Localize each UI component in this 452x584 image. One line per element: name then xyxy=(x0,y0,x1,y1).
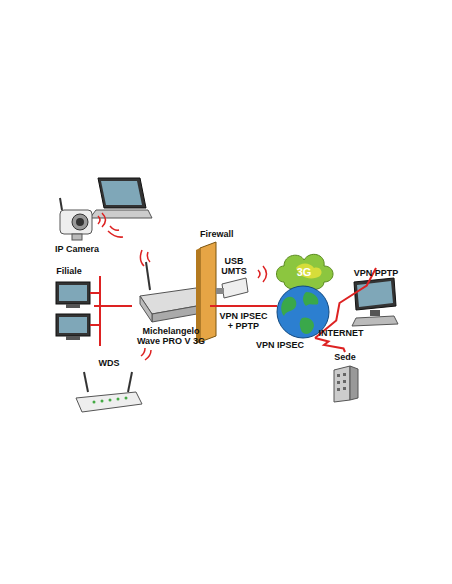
link-label: VPN IPSEC + PPTP xyxy=(219,311,269,331)
network-link xyxy=(210,305,277,307)
device-node: VPN PPTP xyxy=(350,268,402,328)
cloud-shape xyxy=(277,254,334,289)
device-node: Michelangelo Wave PRO V 3G xyxy=(132,284,210,346)
device-label: Sede xyxy=(334,352,356,362)
device-node: WDS xyxy=(72,358,146,416)
building-icon xyxy=(334,366,358,402)
device-label: VPN PPTP xyxy=(354,268,399,278)
computer-icon xyxy=(56,282,90,340)
device-label: Filiale xyxy=(56,266,82,276)
wireless-waves xyxy=(98,213,267,360)
device-label: WDS xyxy=(99,358,120,368)
device-label: Michelangelo Wave PRO V 3G xyxy=(135,326,207,346)
device-node: Sede xyxy=(326,352,364,404)
computer-icon xyxy=(352,278,398,326)
device-node: IP Camera xyxy=(50,202,104,254)
device-node: Filiale xyxy=(44,266,94,346)
device-label: IP Camera xyxy=(55,244,99,254)
device-node: 3G xyxy=(280,258,328,286)
device-label: INTERNET xyxy=(319,328,364,338)
usb-stick-icon xyxy=(216,278,248,298)
device-label: USB UMTS xyxy=(219,256,249,276)
camera-icon xyxy=(60,198,92,240)
device-label: 3G xyxy=(297,267,312,277)
network-link xyxy=(94,305,132,307)
device-node: USB UMTS xyxy=(214,256,254,300)
wds-router-icon xyxy=(76,372,142,412)
network-link xyxy=(315,338,345,352)
part-label: Firewall xyxy=(200,229,234,239)
laptop-icon xyxy=(90,178,152,218)
network-link xyxy=(315,268,376,338)
link-label: VPN IPSEC xyxy=(255,340,305,350)
lan-bus xyxy=(90,276,100,346)
device-node: INTERNET xyxy=(277,288,361,338)
